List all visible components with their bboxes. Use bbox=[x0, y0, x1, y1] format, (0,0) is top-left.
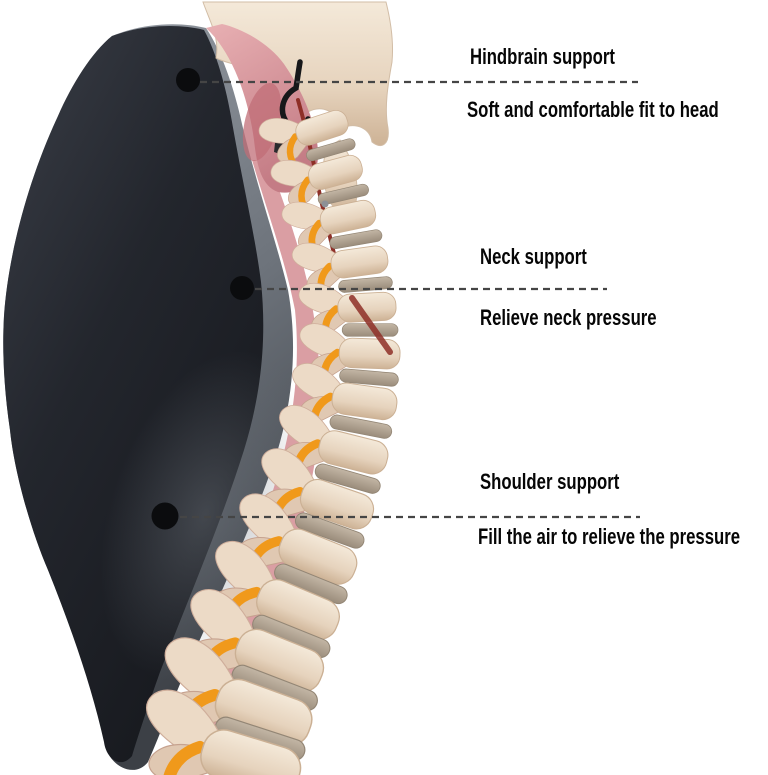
annotation-subtitle: Soft and comfortable fit to head bbox=[467, 97, 719, 122]
callout-dot-shoulder bbox=[151, 502, 179, 530]
screw bbox=[321, 200, 329, 208]
annotation-subtitle: Relieve neck pressure bbox=[480, 305, 657, 330]
pillow-face bbox=[3, 26, 264, 763]
annotation-subtitle: Fill the air to relieve the pressure bbox=[478, 524, 741, 549]
annotation-title: Shoulder support bbox=[480, 469, 620, 494]
callout-dot-hindbrain bbox=[176, 68, 200, 92]
annotation-title: Neck support bbox=[480, 244, 587, 269]
annotation-title: Hindbrain support bbox=[470, 44, 615, 69]
callout-dot-neck bbox=[230, 276, 254, 300]
artery-rod bbox=[349, 295, 393, 355]
